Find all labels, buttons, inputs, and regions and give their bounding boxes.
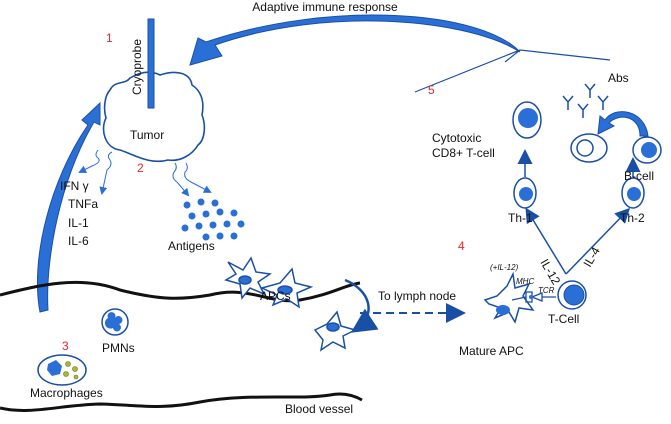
apc-migration-arrow xyxy=(344,278,379,333)
il12-note: (+IL-12) xyxy=(490,263,519,272)
antigen-dot xyxy=(202,210,210,218)
t-cell-nucleus xyxy=(563,284,585,306)
antigens-label: Antigens xyxy=(168,239,215,253)
step-2: 2 xyxy=(137,161,144,175)
il12-label: IL-12 xyxy=(537,257,563,288)
macrophage-granules xyxy=(63,361,79,380)
macrophages-label: Macrophages xyxy=(30,386,103,400)
antigen-dot xyxy=(209,221,217,229)
innate-response-arrow xyxy=(37,101,101,313)
antigen-dot xyxy=(230,232,238,240)
cytokine-release xyxy=(78,149,212,197)
diagram-title: Adaptive immune response xyxy=(252,0,398,14)
cytokine-il6: IL-6 xyxy=(68,234,89,248)
pmn-nucleus xyxy=(104,312,123,332)
step-1: 1 xyxy=(106,31,113,45)
blood-vessel-label: Blood vessel xyxy=(285,402,353,416)
abs-label: Abs xyxy=(608,71,629,85)
b-cell xyxy=(632,136,662,164)
antigen-dot xyxy=(188,212,196,220)
il4-label: IL-4 xyxy=(580,244,603,269)
cytokine-ifn: IFN γ xyxy=(60,179,89,193)
cytokine-il1: IL-1 xyxy=(68,216,89,230)
antigen-dot xyxy=(237,220,245,228)
apcs-label: APCs xyxy=(260,289,291,303)
step-3: 3 xyxy=(62,339,69,353)
tcr-label: TCR xyxy=(538,286,555,295)
antigen-dot xyxy=(195,222,203,230)
il12-arrow xyxy=(525,207,567,275)
apc-cells xyxy=(224,256,358,352)
cryoprobe xyxy=(147,18,155,109)
tumor-label: Tumor xyxy=(130,128,164,142)
th2-cell xyxy=(621,177,645,209)
antigen-dot xyxy=(216,208,224,216)
antigen-dot xyxy=(197,198,205,206)
antigen-dots xyxy=(181,198,245,241)
b-cell-activation-arrow xyxy=(597,111,649,137)
t-cell-label: T-Cell xyxy=(548,312,579,326)
antigen-dot xyxy=(216,232,224,240)
macrophage-cell xyxy=(37,354,87,386)
step-4: 4 xyxy=(458,239,465,253)
b-cell-label: B-cell xyxy=(624,169,654,183)
cytotoxic-label-line1: Cytotoxic xyxy=(432,131,481,145)
th1-label: Th-1 xyxy=(508,211,533,225)
cryoprobe-label: Cryoprobe xyxy=(130,39,144,95)
cytotoxic-label-line2: CD8+ T-cell xyxy=(432,146,495,160)
blood-vessel-lower-wall xyxy=(0,392,363,412)
tumor xyxy=(102,71,206,163)
mhc-label: MHC xyxy=(516,277,534,286)
antigen-dot xyxy=(181,224,189,232)
mature-apc-nucleus xyxy=(496,305,510,315)
response-bracket xyxy=(414,49,611,93)
antigen-dot xyxy=(202,233,210,241)
macrophage-nucleus xyxy=(47,360,62,376)
mhc-tcr-link xyxy=(511,291,556,303)
adaptive-response-arrow xyxy=(189,14,521,66)
antigen-dot xyxy=(223,220,231,228)
il4-arrow xyxy=(565,207,631,275)
to-lymph-node-label: To lymph node xyxy=(378,289,456,303)
antibody-icons xyxy=(562,83,609,118)
th2-label: Th-2 xyxy=(620,211,645,225)
pmns-label: PMNs xyxy=(102,341,135,355)
cytokine-tnfa: TNFa xyxy=(68,197,98,211)
antigen-dot xyxy=(230,209,238,217)
th1-cell xyxy=(513,177,537,209)
mhc-antigen-dot xyxy=(529,295,533,299)
plasma-cell xyxy=(570,133,608,163)
blood-vessel-upper-wall xyxy=(0,280,361,303)
step-5: 5 xyxy=(428,83,435,97)
mature-apc-label: Mature APC xyxy=(459,344,524,358)
cd8-t-cell xyxy=(512,101,542,139)
antigen-dot xyxy=(183,201,191,209)
antigen-dot xyxy=(211,199,219,207)
